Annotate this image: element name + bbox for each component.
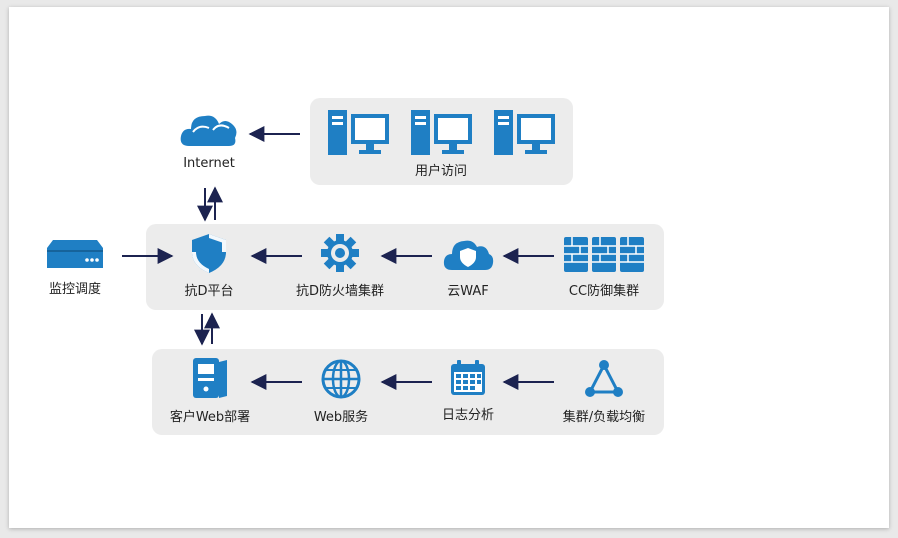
monitor-device-icon (47, 240, 103, 268)
shield-icon (192, 234, 226, 273)
internet-node: Internet (154, 108, 264, 171)
server-cluster-icon (564, 237, 644, 272)
web-deploy-node: 客户Web部署 (155, 356, 265, 425)
computer-icon-3 (494, 110, 555, 155)
web-deploy-label: 客户Web部署 (169, 410, 251, 425)
internet-label: Internet (183, 156, 235, 171)
service-row-panel (152, 349, 664, 435)
users-label: 用户访问 (414, 164, 467, 179)
calendar-icon (451, 360, 485, 395)
computer-icon-2 (411, 110, 472, 155)
network-triangle-icon (585, 360, 623, 397)
waf-label: 云WAF (447, 284, 489, 299)
web-service-label: Web服务 (313, 410, 369, 425)
lb-label: 集群/负载均衡 (562, 410, 646, 425)
cc-node: CC防御集群 (549, 234, 659, 299)
gear-icon (321, 234, 359, 272)
monitor-node: 监控调度 (20, 236, 130, 297)
waf-node: 云WAF (413, 234, 523, 299)
firewall-label: 抗D防火墙集群 (295, 284, 384, 299)
computer-icon-1 (328, 110, 389, 155)
web-service-node: Web服务 (286, 358, 396, 425)
lb-node: 集群/负载均衡 (549, 358, 659, 425)
globe-icon (321, 359, 361, 399)
cloud-icon (180, 115, 237, 146)
server-tower-icon (193, 358, 227, 398)
monitor-label: 监控调度 (48, 282, 101, 297)
cloud-shield-icon (443, 240, 494, 270)
log-node: 日志分析 (413, 358, 523, 423)
cc-label: CC防御集群 (568, 284, 640, 299)
log-label: 日志分析 (441, 408, 494, 423)
firewall-node: 抗D防火墙集群 (285, 232, 395, 299)
anti-d-label: 抗D平台 (184, 284, 234, 299)
anti-d-node: 抗D平台 (154, 232, 264, 299)
